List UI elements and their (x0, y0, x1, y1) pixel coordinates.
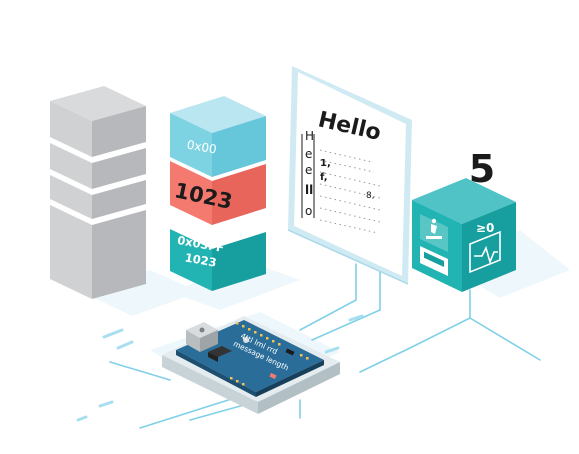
letter-3: e (305, 163, 312, 177)
counter-block: 5 ≥0 (412, 147, 516, 292)
memory-block: 0x00 1023 0x03FF 1023 (169, 96, 267, 291)
mark-3: 8, (366, 191, 375, 201)
hex-low-label: 0x00 (186, 138, 218, 157)
speed-icon (424, 251, 444, 268)
mark-2: f, (320, 172, 328, 183)
letter-1: H (305, 129, 314, 143)
mark-1: 1, (320, 158, 331, 169)
counter-symbol: ≥0 (476, 221, 494, 235)
wire-dashes (76, 314, 364, 422)
letter-4: ll (305, 183, 313, 197)
paper-sheet: He ll o H e e ll o 1, f, 8, (287, 66, 412, 285)
letter-column: H e e ll o (305, 129, 314, 218)
microcontroller-board: 4ttl lml rrd message length (162, 316, 340, 414)
storage-stack (49, 86, 147, 299)
decimal-high-label: 1023 (184, 250, 218, 269)
letter-2: e (305, 147, 312, 161)
runner-icon (426, 218, 442, 239)
letter-5: o (305, 204, 312, 218)
waveform-icon (474, 245, 498, 265)
